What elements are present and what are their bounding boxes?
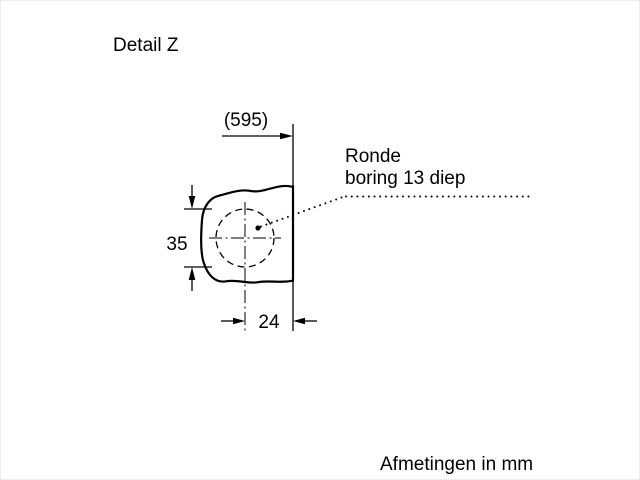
- drawing-title: Detail Z: [113, 35, 179, 56]
- width-dimension-arrow: [280, 132, 293, 140]
- leader-dot: [255, 225, 261, 231]
- part-outline: [200, 184, 295, 284]
- offset-arrow-right: [293, 317, 305, 325]
- offset-arrow-left: [233, 317, 245, 325]
- width-dimension-label: (595): [224, 110, 268, 131]
- diameter-dimension-label: 35: [166, 234, 187, 255]
- leader-line-diagonal: [260, 196, 344, 228]
- bore-callout-line2: boring 13 diep: [345, 168, 465, 189]
- bore-circle: [215, 208, 275, 268]
- diameter-arrow-top: [188, 196, 196, 209]
- diameter-arrow-bottom: [188, 267, 196, 280]
- offset-dimension-label: 24: [258, 312, 280, 333]
- units-note: Afmetingen in mm: [380, 454, 533, 475]
- bore-callout-line1: Ronde: [345, 146, 401, 167]
